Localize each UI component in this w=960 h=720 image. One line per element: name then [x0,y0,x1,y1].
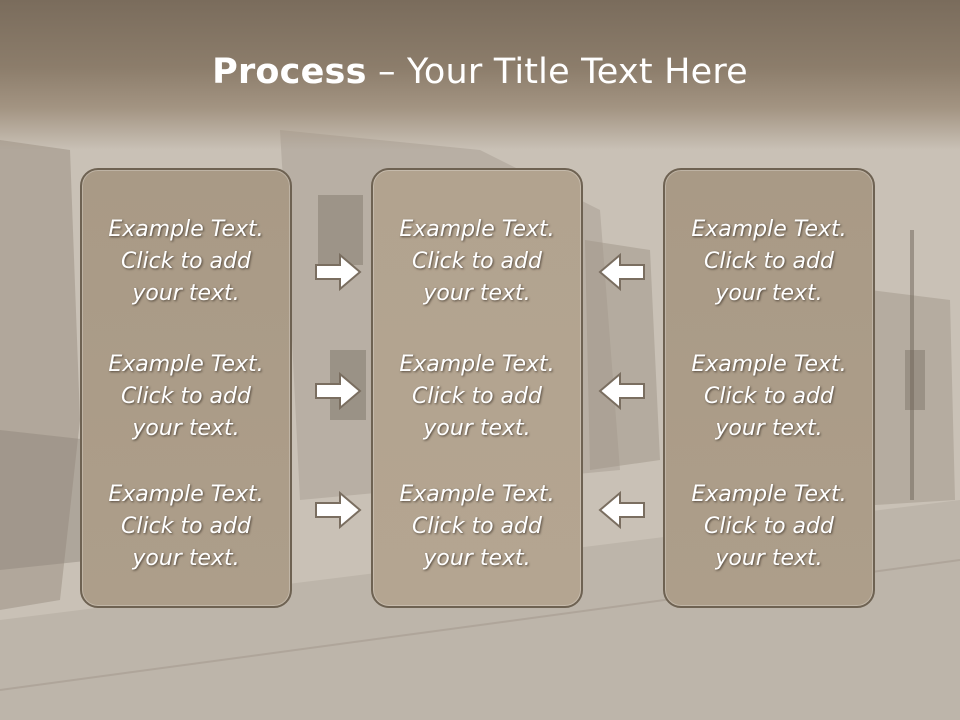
placeholder-text[interactable]: Example Text. Click to add your text. [108,482,264,571]
placeholder-text[interactable]: Example Text. Click to add your text. [691,352,847,441]
placeholder-text[interactable]: Example Text. Click to add your text. [399,352,555,441]
title-bold: Process [212,52,367,92]
right-panel[interactable]: Example Text. Click to add your text. Ex… [663,168,875,608]
placeholder-text[interactable]: Example Text. Click to add your text. [399,482,555,571]
left-arrow-icon [598,371,645,411]
title-rest: – Your Title Text Here [366,52,748,92]
right-arrow-icon [315,371,362,411]
title-bar [0,0,960,150]
placeholder-text[interactable]: Example Text. Click to add your text. [399,217,555,306]
placeholder-text[interactable]: Example Text. Click to add your text. [108,217,264,306]
right-arrow-icon [315,490,362,530]
left-arrow-icon [598,252,645,292]
slide-title[interactable]: Process – Your Title Text Here [0,52,960,92]
right-arrow-icon [315,252,362,292]
placeholder-text[interactable]: Example Text. Click to add your text. [691,482,847,571]
placeholder-text[interactable]: Example Text. Click to add your text. [691,217,847,306]
left-panel[interactable]: Example Text. Click to add your text. Ex… [80,168,292,608]
center-panel[interactable]: Example Text. Click to add your text. Ex… [371,168,583,608]
placeholder-text[interactable]: Example Text. Click to add your text. [108,352,264,441]
left-arrow-icon [598,490,645,530]
